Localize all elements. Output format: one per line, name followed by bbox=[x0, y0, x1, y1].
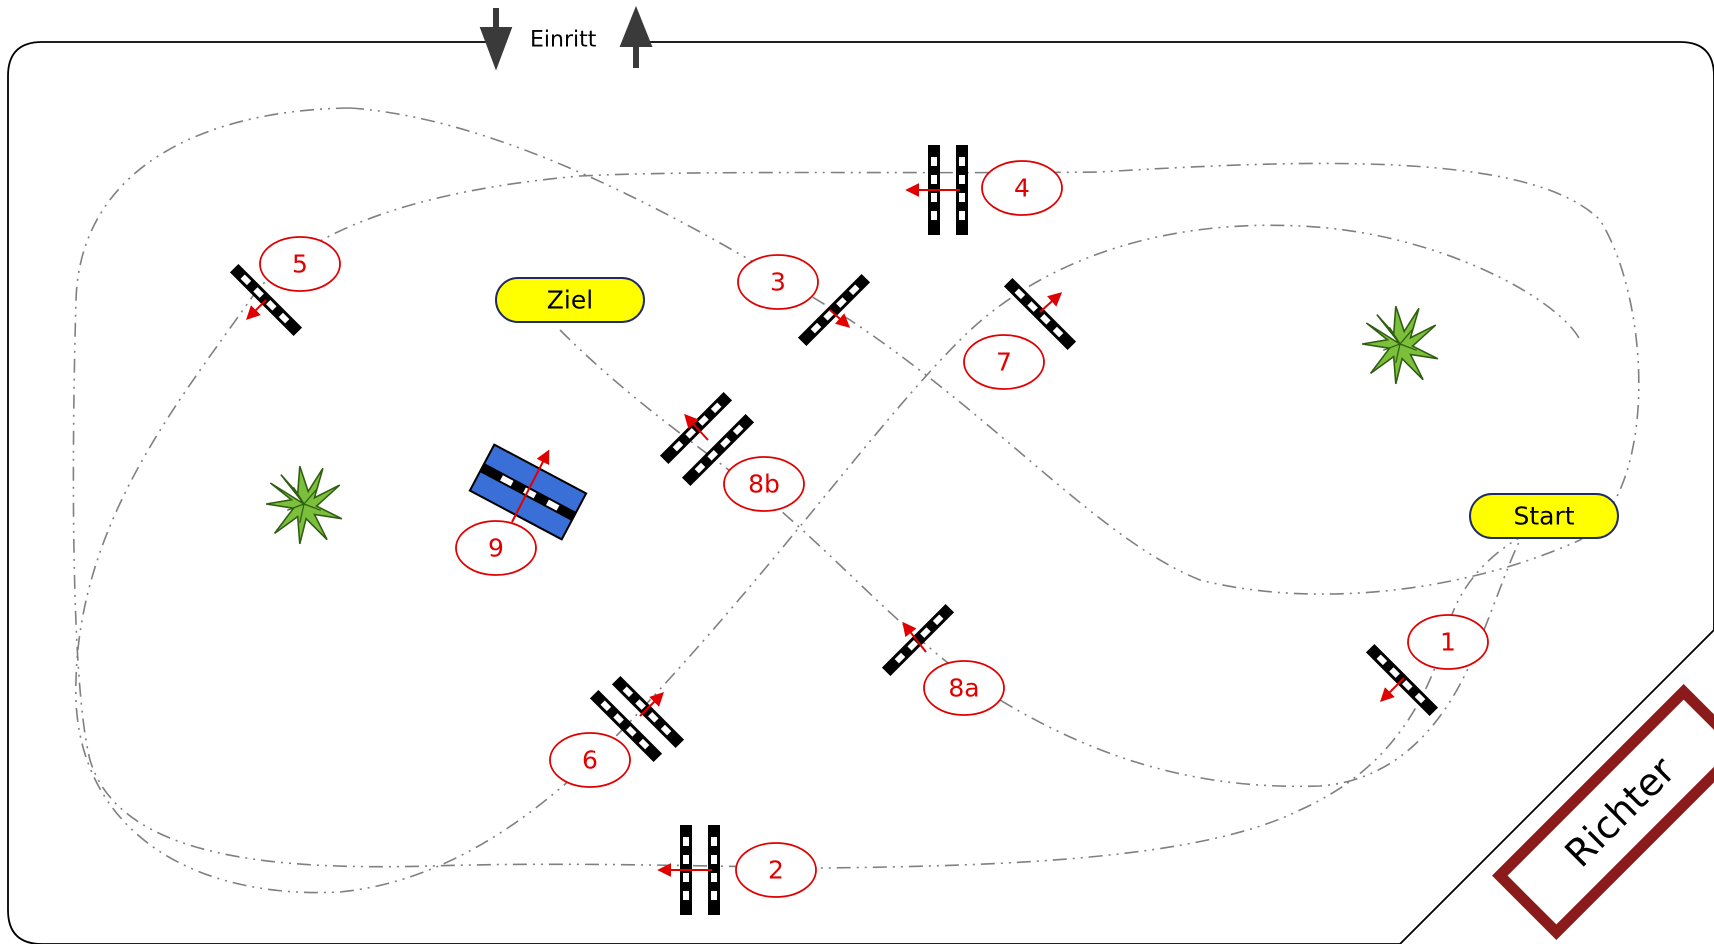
obstacle-5-label: 5 bbox=[292, 250, 308, 279]
obstacle-7: 7 bbox=[963, 277, 1077, 390]
path-loop-left bbox=[72, 107, 1601, 869]
finish-label: Ziel bbox=[547, 286, 593, 315]
obstacle-1: 1 bbox=[1365, 614, 1489, 717]
obstacle-8a: 8a bbox=[881, 603, 1005, 716]
obstacle-4-label: 4 bbox=[1014, 174, 1030, 203]
entry-arrow-up-icon bbox=[619, 5, 653, 68]
entry-label: Einritt bbox=[530, 28, 597, 53]
obstacle-6-label: 6 bbox=[582, 746, 598, 775]
obstacle-9-label: 9 bbox=[488, 534, 504, 563]
obstacle-8b: 8b bbox=[659, 391, 805, 512]
start-label: Start bbox=[1513, 502, 1574, 531]
obstacle-8a-label: 8a bbox=[948, 674, 979, 703]
obstacle-9: 9 bbox=[455, 443, 588, 576]
obstacle-2: 2 bbox=[657, 825, 817, 915]
obstacle-5: 5 bbox=[229, 236, 341, 337]
obstacle-2-label: 2 bbox=[768, 856, 784, 885]
obstacle-4: 4 bbox=[905, 145, 1063, 235]
obstacle-7-label: 7 bbox=[996, 348, 1012, 377]
finish-marker: Ziel bbox=[495, 277, 645, 323]
arena-border bbox=[7, 41, 1714, 944]
path-loop-right bbox=[75, 107, 1640, 894]
obstacle-8b-label: 8b bbox=[748, 470, 780, 499]
obstacle-3-label: 3 bbox=[770, 268, 786, 297]
start-marker: Start bbox=[1469, 493, 1619, 539]
obstacle-6: 6 bbox=[549, 675, 685, 788]
obstacle-3: 3 bbox=[737, 254, 871, 347]
entry-arrow-down-icon bbox=[479, 8, 513, 71]
plant-icon bbox=[265, 465, 343, 545]
plant-icon bbox=[1361, 305, 1439, 385]
obstacle-1-label: 1 bbox=[1440, 628, 1456, 657]
entry-area: Einritt bbox=[479, 5, 653, 71]
path-diagonal bbox=[559, 329, 1521, 788]
